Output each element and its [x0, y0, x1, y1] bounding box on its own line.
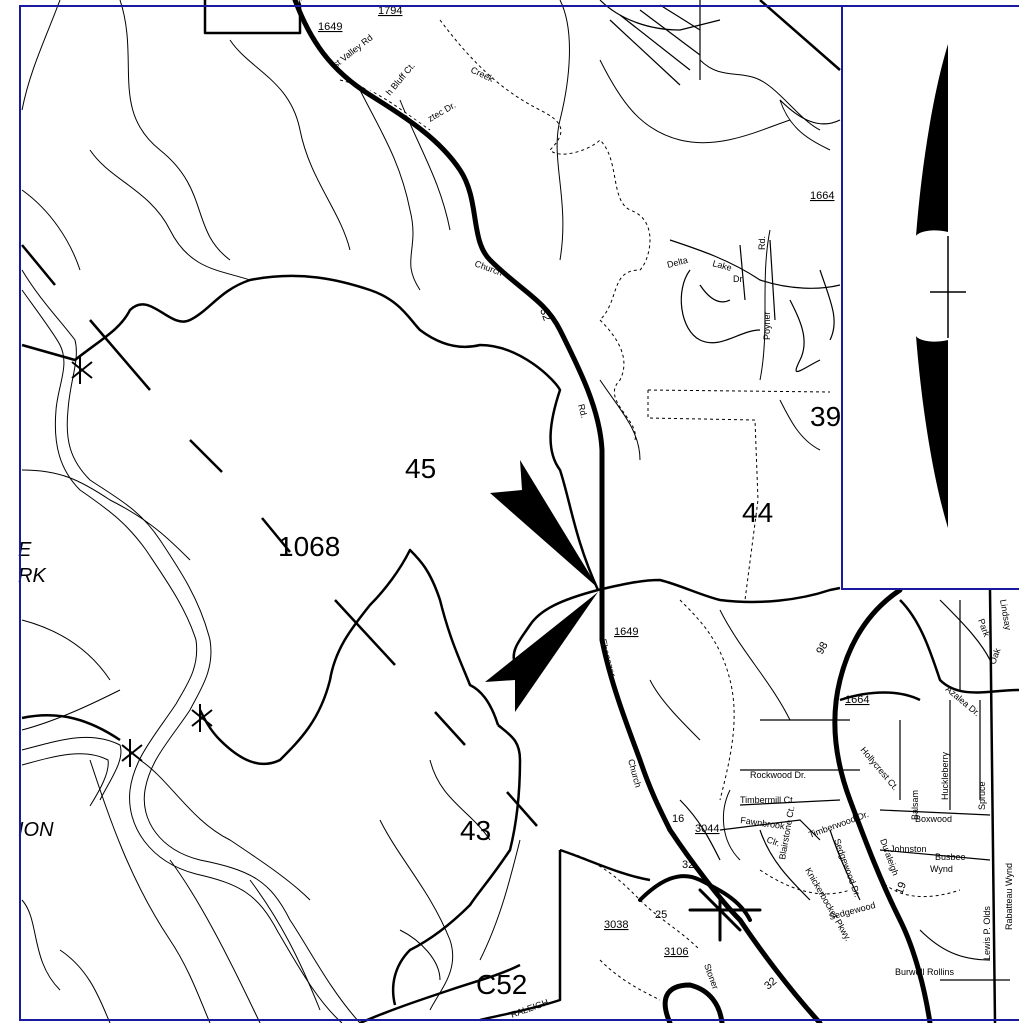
milepost-label: 16	[672, 813, 684, 825]
milepost-label: 98	[814, 640, 831, 657]
area-label-c52: C52	[476, 969, 527, 1000]
double-line-road	[21, 269, 361, 1023]
street-label: Huckleberry	[940, 751, 950, 800]
milepost-label: 32	[537, 307, 552, 323]
milepost-label: 32	[682, 859, 694, 871]
survey-ticks	[21, 244, 538, 827]
street-label: Lake	[711, 258, 732, 273]
street-label: Stoner	[702, 962, 720, 990]
main-highway	[292, 0, 933, 1023]
street-label: Boxwood	[915, 814, 952, 824]
street-label: Poyner	[762, 311, 772, 340]
place-label: ION	[18, 819, 54, 841]
street-label: Sedgewood	[828, 900, 877, 922]
street-label: Busbee	[935, 852, 966, 862]
milepost-label: 19	[894, 880, 909, 896]
street-label: Timbermill Ct.	[740, 795, 795, 805]
street-label: Rd.	[757, 236, 767, 250]
street-label: Rd.	[576, 403, 589, 419]
boundary-lines	[21, 0, 1019, 1023]
route-label-1794: 1794	[378, 5, 402, 17]
street-label: Creek	[469, 65, 495, 84]
place-label: E	[18, 539, 32, 561]
terrain-lines	[21, 0, 831, 1023]
north-arrow-icon	[916, 44, 948, 528]
street-label: Balsam	[910, 790, 920, 820]
street-label: Fawnbrook	[740, 815, 786, 831]
direction-arrow	[485, 460, 598, 712]
street-label: Blairstone Ct.	[777, 805, 796, 860]
route-label-3038: 3038	[604, 919, 628, 931]
street-label: Spruce	[977, 781, 987, 810]
street-label: Burwell Rollins	[895, 967, 955, 977]
bridge-symbols	[71, 356, 213, 767]
street-label: Johnston	[890, 844, 927, 854]
area-label-1068: 1068	[278, 531, 340, 562]
route-label-3106: 3106	[664, 946, 688, 958]
area-label-44: 44	[742, 497, 773, 528]
street-label: Dr.	[733, 274, 745, 284]
street-label: Sedgewood Dr.	[832, 837, 862, 898]
street-label: Rabatteau Wynd	[1004, 863, 1014, 930]
street-label: Ebenezer	[598, 638, 618, 678]
street-label: ztec Dr.	[426, 100, 457, 124]
street-label: Rockwood Dr.	[750, 770, 806, 780]
street-label: Lewis P. Olds	[982, 906, 992, 960]
area-label-45: 45	[405, 453, 436, 484]
route-label-1664-mid: 1664	[845, 694, 869, 706]
route-label-1664-top: 1664	[810, 190, 834, 202]
street-label: Clr.	[765, 834, 781, 848]
area-label-39: 39	[810, 401, 841, 432]
route-label-1649-top: 1649	[318, 21, 342, 33]
street-label: st Valley Rd	[331, 33, 374, 70]
map-frame	[19, 5, 1019, 1021]
milepost-label: 32	[762, 975, 779, 992]
route-label-1649-mid: 1649	[614, 626, 638, 638]
street-label: h Bluff Ct.	[384, 61, 417, 98]
street-label: RALEIGH	[509, 997, 550, 1020]
area-label-43: 43	[460, 815, 491, 846]
place-label: RK	[18, 565, 47, 587]
milepost-label: 25	[655, 909, 667, 921]
street-label: Lindsay	[998, 599, 1013, 632]
street-label: Hollycrest Ct.	[858, 745, 900, 792]
route-label-3044: 3044	[695, 823, 719, 835]
north-arrow-inset	[841, 5, 1019, 590]
street-label: Wynd	[930, 864, 953, 874]
street-label: Delta	[666, 255, 689, 270]
street-network	[599, 0, 1010, 981]
